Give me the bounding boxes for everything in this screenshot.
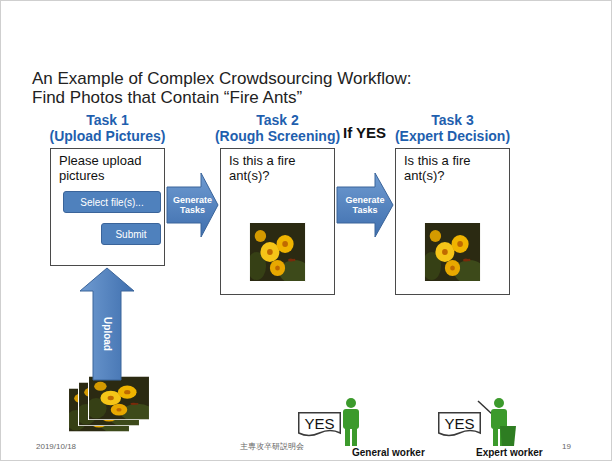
footer-event: 主専攻卒研説明会 [240,442,304,452]
answer-text: YES [304,415,334,432]
upload-arrow [80,268,134,380]
task-box: Task 1(Upload Pictures)Please upload pic… [50,148,165,266]
worker-label: General worker [352,447,425,459]
block-arrow [167,173,218,237]
answer-note: YES [298,412,341,439]
note-outline-path [299,413,341,436]
button-label: Select file(s)... [80,197,143,208]
condition-label: If YES [343,124,386,141]
task-subtitle: (Upload Pictures) [37,128,178,144]
answer-note: YES [438,412,481,439]
task-number: Task 2 [207,112,348,128]
task-prompt: Please upload pictures [51,149,164,184]
page-number: 19 [562,442,571,452]
arrow-label: Generate Tasks [170,195,216,216]
task-subtitle: (Expert Decision) [382,128,523,144]
expert-worker-icon [478,398,516,446]
task-prompt: Is this a fire ant(s)? [396,149,509,184]
ant-photo [247,222,310,284]
task-heading-group: Task 2(Rough Screening) [207,112,348,144]
footer-date: 2019/10/18 [36,442,76,452]
photo-stack [66,376,154,433]
worker-label: Expert worker [476,447,543,459]
upload-label: Upload [102,317,113,351]
arrow-label: Generate Tasks [342,195,388,216]
task-prompt: Is this a fire ant(s)? [221,149,334,184]
general-worker-icon [343,398,359,446]
note-outline-path [439,413,481,436]
button-label: Submit [115,229,146,240]
task-box: Task 2(Rough Screening)Is this a fire an… [220,148,335,295]
answer-text: YES [444,415,474,432]
task-heading-group: Task 3(Expert Decision) [382,112,523,144]
task-heading-group: Task 1(Upload Pictures) [37,112,178,144]
block-arrow [337,173,393,237]
slide-title: An Example of Complex Crowdsourcing Work… [32,70,432,107]
ant-photo [422,222,485,284]
select-button: Select file(s)... [63,191,161,213]
task-subtitle: (Rough Screening) [207,128,348,144]
task-box: Task 3(Expert Decision)Is this a fire an… [395,148,510,295]
task-number: Task 3 [382,112,523,128]
task-number: Task 1 [37,112,178,128]
submit-button: Submit [101,223,161,245]
